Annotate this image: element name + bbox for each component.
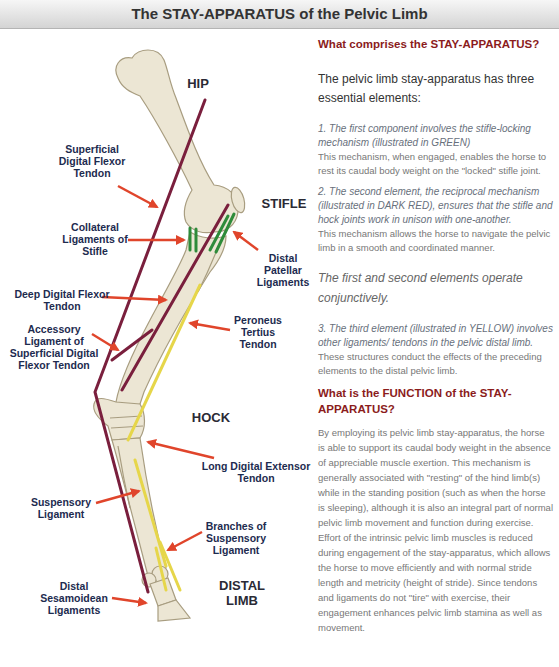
- text-column: What comprises the STAY-APPARATUS? The pe…: [318, 36, 554, 635]
- part-label: Distal Patellar Ligaments: [250, 252, 316, 288]
- peroneus-line: [128, 285, 200, 440]
- leader-arrow: [190, 323, 230, 330]
- body-text: This mechanism, when engaged, enables th…: [318, 150, 554, 177]
- body-text: These structures conduct the effects of …: [318, 350, 554, 377]
- region-label: STIFLE: [256, 196, 312, 211]
- leader-arrow: [234, 232, 258, 250]
- emphasis-text: 1. The first component involves the stif…: [318, 122, 554, 150]
- emphasis-text: 2. The second element, the reciprocal me…: [318, 185, 554, 227]
- part-label: Deep Digital Flexor Tendon: [12, 288, 112, 312]
- leader-arrow: [96, 491, 139, 503]
- patellar-line: [210, 214, 234, 252]
- part-label: Branches of Suspensory Ligament: [200, 520, 272, 556]
- stifle-lock: [190, 214, 234, 252]
- leader-arrow: [102, 297, 166, 300]
- emphasis-text: 3. The third element (illustrated in YEL…: [318, 322, 554, 350]
- region-label: HOCK: [186, 410, 236, 425]
- reciprocal-mechanism: [95, 100, 228, 592]
- collateral-line: [190, 228, 196, 251]
- region-label: HIP: [178, 76, 218, 91]
- section-heading: What comprises the STAY-APPARATUS?: [318, 36, 554, 52]
- emphasis-text: The first and second elements operate co…: [318, 268, 554, 308]
- part-label: Superficial Digital Flexor Tendon: [58, 143, 126, 179]
- leader-arrow: [128, 239, 184, 242]
- body-text: This mechanism allows the horse to navig…: [318, 227, 554, 254]
- part-label: Peroneus Tertius Tendon: [228, 314, 288, 350]
- patella: [229, 186, 247, 214]
- coffin-bone: [158, 600, 190, 621]
- part-label: Collateral Ligaments of Stifle: [60, 221, 130, 257]
- part-label: Long Digital Extensor Tendon: [200, 460, 312, 484]
- region-label: DISTAL LIMB: [212, 578, 272, 608]
- distal-elements: [128, 285, 200, 590]
- section-heading: What is the FUNCTION of the STAY-APPARAT…: [318, 385, 554, 417]
- page-title: The STAY-APPARATUS of the Pelvic Limb: [0, 0, 559, 29]
- leader-arrow: [118, 186, 157, 207]
- leader-arrow: [112, 598, 146, 603]
- body-text: By employing its pelvic limb stay-appara…: [318, 425, 554, 635]
- accessory-ligament-line: [112, 330, 152, 360]
- body-text: The pelvic limb stay-apparatus has three…: [318, 70, 554, 108]
- suspensory-line: [135, 460, 166, 566]
- part-label: Accessory Ligament of Superficial Digita…: [4, 323, 104, 371]
- femur: [116, 50, 238, 233]
- tibia: [116, 232, 226, 407]
- part-label: Suspensory Ligament: [22, 496, 100, 520]
- leader-arrow: [148, 442, 214, 458]
- leader-arrow: [168, 532, 202, 550]
- part-label: Distal Sesamoidean Ligaments: [32, 580, 116, 616]
